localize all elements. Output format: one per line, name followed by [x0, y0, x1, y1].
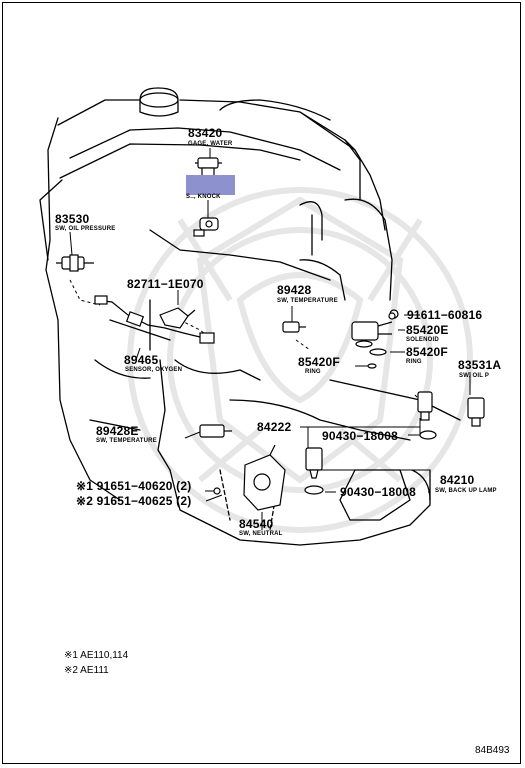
part-83420-number[interactable]: 83420 [188, 126, 223, 140]
temperature-switch [282, 321, 306, 333]
part-84540-number[interactable]: 84540 [239, 517, 274, 531]
back-up-lamp-switch [304, 447, 324, 495]
part-85420E-desc: SOLENOID [406, 337, 439, 343]
part-85420F-b-number[interactable]: 85420F [298, 355, 340, 369]
part-84540-desc: SW, NEUTRAL [239, 531, 283, 537]
solenoid-ring [367, 348, 387, 369]
bolt-icon [213, 487, 221, 495]
part-knock-desc: S.., KNOCK [186, 194, 221, 200]
part-84210-desc: SW, BACK UP LAMP [435, 488, 497, 494]
applicability-note-1: ※1 AE110,114 [64, 650, 129, 661]
part-83530-number[interactable]: 83530 [55, 212, 90, 226]
engine-outline [39, 87, 461, 546]
part-89428E-number[interactable]: 89428E [96, 424, 139, 438]
part-83420-desc: GAGE, WATER [188, 141, 233, 147]
part-89465-number[interactable]: 89465 [124, 353, 159, 367]
knock-sensor [193, 217, 219, 237]
wire-bracket [159, 307, 196, 329]
part-84222-number[interactable]: 84222 [257, 420, 292, 434]
part-83531A-desc: SW, OIL P [459, 373, 490, 379]
applicability-note-2: ※2 AE111 [64, 665, 109, 676]
bolt-icon [388, 312, 396, 320]
neutral-switch [243, 444, 286, 511]
switch-84222 [417, 391, 437, 440]
highlight-box [186, 175, 235, 195]
part-83530-desc: SW, OIL PRESSURE [55, 226, 116, 232]
part-85420F-b-desc: RING [305, 369, 321, 375]
leader-lines [69, 148, 471, 530]
part-91611-number[interactable]: 91611−60816 [407, 308, 483, 322]
part-85420F-number[interactable]: 85420F [406, 345, 448, 359]
part-85420E-number[interactable]: 85420E [406, 323, 449, 337]
part-82711-number[interactable]: 82711−1E070 [127, 277, 204, 291]
part-84210-number[interactable]: 84210 [440, 473, 475, 487]
sensor-parts [56, 157, 485, 511]
water-gage-sensor [195, 157, 222, 177]
temperature-switch-e [199, 424, 232, 438]
part-83531A-number[interactable]: 83531A [458, 358, 502, 372]
part-89428-desc: SW, TEMPERATURE [277, 298, 338, 304]
part-90430-b-number[interactable]: 90430−18008 [340, 485, 416, 499]
oil-p-switch [467, 397, 485, 427]
watermark-emblem [127, 187, 473, 533]
part-91651-2-number[interactable]: ※2 91651−40625 (2) [76, 494, 192, 508]
part-90430-a-number[interactable]: 90430−18008 [322, 429, 398, 443]
oxygen-sensor [94, 295, 215, 344]
part-85420F-desc: RING [406, 359, 422, 365]
figure-code: 84B493 [475, 745, 510, 756]
part-89465-desc: SENSOR, OXYGEN [125, 367, 183, 373]
oil-pressure-switch [56, 254, 94, 272]
part-89428-number[interactable]: 89428 [277, 283, 312, 297]
part-91651-1-number[interactable]: ※1 91651−40620 (2) [76, 479, 192, 493]
part-89428E-desc: SW, TEMPERATURE [96, 438, 157, 444]
